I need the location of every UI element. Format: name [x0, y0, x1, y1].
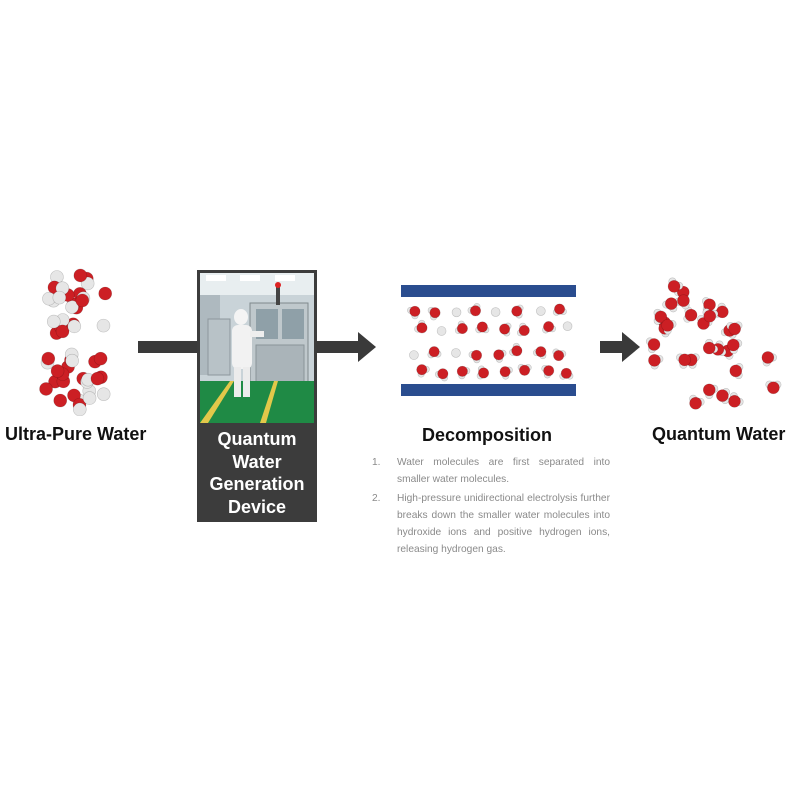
device-label: Quantum Water Generation Device: [209, 429, 305, 517]
hydrogen-ion: [562, 321, 573, 331]
oxygen-atom: [518, 324, 530, 336]
step-2: 2.High-pressure unidirectional electroly…: [372, 493, 610, 555]
electrolysis-cell: [401, 285, 576, 396]
oxygen-atom: [428, 346, 440, 358]
oxygen-atom: [499, 323, 511, 335]
oxygen-atom: [409, 305, 421, 317]
oxygen-atom: [702, 383, 716, 397]
ultra-pure-water-label: Ultra-Pure Water: [5, 424, 147, 444]
oxygen-atom: [728, 322, 741, 336]
oxygen-atom: [437, 368, 449, 380]
oxygen-atom: [667, 280, 681, 293]
decomposition-steps: 1.Water molecules are first separated in…: [370, 454, 610, 558]
oxygen-atom: [716, 305, 729, 319]
oxygen-atom: [543, 321, 555, 333]
oxygen-atom: [689, 396, 702, 410]
oxygen-atom: [678, 353, 691, 367]
dispersed-molecules-graphic: [645, 277, 782, 410]
oxygen-atom: [647, 338, 661, 351]
cluster-atom: [90, 371, 105, 386]
oxygen-atom: [55, 324, 70, 339]
bottom-electrode: [401, 384, 576, 396]
oxygen-atom: [416, 364, 428, 376]
oxygen-atom: [471, 349, 483, 361]
device-photo: [200, 273, 314, 423]
oxygen-atom: [519, 364, 531, 376]
oxygen-atom: [478, 367, 490, 379]
oxygen-atom: [46, 314, 61, 329]
quantum-water-graphic: [644, 276, 784, 416]
oxygen-atom: [702, 341, 716, 355]
oxygen-atom: [65, 300, 79, 314]
arrow-to-quantum-water: [600, 332, 640, 362]
cluster-atom: [39, 382, 53, 396]
oxygen-atom: [511, 305, 523, 317]
cluster-atom: [93, 351, 108, 366]
oxygen-atom: [664, 297, 678, 310]
oxygen-atom: [469, 305, 481, 317]
cluster-atom: [72, 402, 87, 416]
oxygen-atom: [67, 319, 82, 334]
hydrogen-ion: [451, 348, 461, 358]
oxygen-atom: [654, 310, 668, 324]
decomposition-label: Decomposition: [422, 425, 553, 445]
oxygen-atom: [761, 351, 775, 364]
oxygen-atom: [456, 323, 468, 335]
arrow-to-decomposition: [316, 332, 376, 362]
arrow-to-device: [138, 341, 200, 353]
top-electrode: [401, 285, 576, 297]
cluster-atom: [65, 353, 79, 368]
hydrogen-ion: [436, 326, 447, 336]
oxygen-atom: [553, 350, 565, 362]
cluster-atom: [50, 364, 65, 378]
oxygen-atom: [429, 307, 441, 319]
cluster-atom: [53, 393, 68, 408]
oxygen-atom: [727, 338, 740, 352]
hydrogen-atom: [52, 290, 67, 305]
cluster-atom: [82, 391, 97, 405]
oxygen-atom: [493, 349, 505, 361]
hydrogen-ion: [451, 307, 462, 318]
oxygen-atom: [716, 389, 729, 402]
clustered-molecules-graphic: [39, 268, 113, 416]
cluster-atom: [41, 351, 56, 366]
oxygen-atom: [560, 367, 572, 379]
step-1: 1.Water molecules are first separated in…: [372, 457, 610, 485]
oxygen-atom: [677, 294, 690, 307]
hydrogen-atom: [75, 293, 90, 308]
oxygen-atom: [703, 309, 717, 323]
oxygen-atom: [535, 346, 547, 358]
hydrogen-ion: [409, 350, 419, 360]
oxygen-atom: [684, 308, 698, 322]
oxygen-atom: [543, 365, 555, 377]
oxygen-atom: [416, 322, 428, 334]
ultra-pure-water-cluster: [36, 268, 116, 416]
oxygen-atom: [648, 354, 661, 367]
cleanroom-machine-image: [200, 273, 314, 423]
oxygen-atom: [728, 394, 741, 408]
decomposition-graphic: [401, 285, 576, 396]
oxygen-atom: [456, 365, 468, 377]
cluster-atom: [96, 387, 111, 401]
oxygen-atom: [73, 268, 88, 283]
hydrogen-ion: [536, 306, 546, 316]
oxygen-atom: [476, 321, 488, 333]
oxygen-atom: [511, 345, 523, 357]
oxygen-atom: [554, 303, 566, 315]
oxygen-atom: [98, 286, 113, 301]
oxygen-atom: [499, 366, 511, 378]
hydrogen-ion: [490, 307, 501, 317]
oxygen-atom: [729, 364, 743, 378]
oxygen-atom: [767, 381, 780, 395]
hydrogen-atom: [96, 318, 111, 333]
quantum-water-label: Quantum Water: [652, 424, 786, 444]
oxygen-atom: [661, 319, 674, 332]
